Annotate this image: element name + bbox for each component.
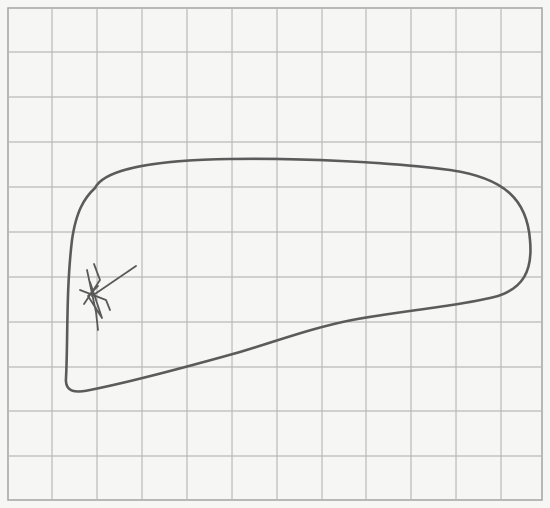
grid (8, 8, 542, 500)
scribble-mark (80, 264, 136, 330)
grid-border (8, 8, 542, 500)
freehand-closed-outline (66, 159, 531, 392)
